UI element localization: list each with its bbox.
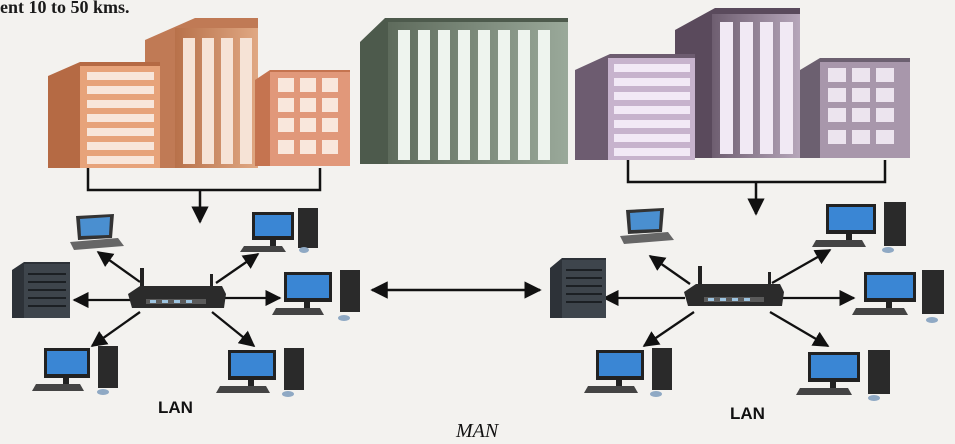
left-office-buildings <box>48 18 350 168</box>
laptop-icon <box>70 214 124 250</box>
center-office-building <box>360 18 568 164</box>
server-tower-icon <box>12 262 70 318</box>
router-icon <box>128 268 226 308</box>
laptop-icon <box>620 208 674 244</box>
desktop-computer-icon <box>240 208 318 253</box>
caption-text: ent 10 to 50 kms. <box>0 0 130 16</box>
router-icon <box>684 266 784 306</box>
right-lan <box>550 202 944 401</box>
right-lan-label: LAN <box>730 404 765 423</box>
left-lan <box>12 208 360 397</box>
desktop-computer-icon <box>584 348 672 397</box>
desktop-computer-icon <box>32 346 118 395</box>
man-label: MAN <box>456 420 499 442</box>
desktop-computer-icon <box>812 202 906 253</box>
desktop-computer-icon <box>216 348 304 397</box>
desktop-computer-icon <box>272 270 360 321</box>
building-connectors <box>86 160 887 224</box>
desktop-computer-icon <box>852 270 944 323</box>
left-lan-label: LAN <box>158 398 193 417</box>
right-office-buildings <box>575 8 910 160</box>
server-tower-icon <box>550 258 606 318</box>
desktop-computer-icon <box>796 350 890 401</box>
